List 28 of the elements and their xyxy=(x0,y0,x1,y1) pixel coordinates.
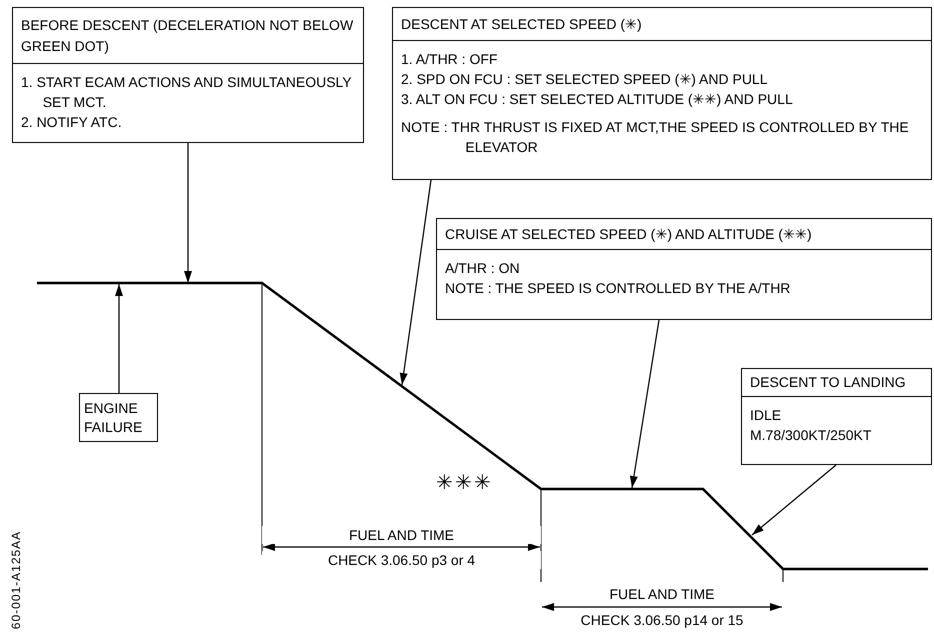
procedure-text: 2. NOTIFY ATC. xyxy=(21,113,123,132)
procedure-text: 1. A/THR : OFF xyxy=(401,50,498,69)
box-heading: BEFORE DESCENT (DECELERATION NOT BELOW GREEN DOT) xyxy=(21,16,354,56)
procedure-text: M.78/300KT/250KT xyxy=(750,426,872,445)
box-heading: DESCENT TO LANDING xyxy=(750,373,906,392)
reference-label: CHECK 3.06.50 p3 or 4 xyxy=(262,551,541,569)
box-heading: DESCENT AT SELECTED SPEED (✳) xyxy=(401,14,642,34)
procedure-box xyxy=(12,7,364,143)
procedure-text: IDLE xyxy=(750,406,782,425)
callout-text: ENGINE FAILURE xyxy=(84,398,144,436)
leader-arrow xyxy=(184,143,192,283)
procedure-text: 1. START ECAM ACTIONS AND SIMULTANEOUSLY SET MCT. xyxy=(21,73,352,112)
procedure-text: 2. SPD ON FCU : SET SELECTED SPEED (✳) AND PULL xyxy=(401,70,768,89)
box-heading: CRUISE AT SELECTED SPEED (✳) AND ALTITUDE (✳✳) xyxy=(445,224,812,244)
leader-arrow xyxy=(400,180,432,386)
procedure-text: NOTE : THR THRUST IS FIXED AT MCT,THE SPEED IS CONTROLLED BY THE ELEVATOR xyxy=(401,118,910,157)
procedure-box xyxy=(392,7,932,180)
dimension-label: FUEL AND TIME xyxy=(262,526,541,544)
procedure-text: 3. ALT ON FCU : SET SELECTED ALTITUDE (✳✳) AND PULL xyxy=(401,90,794,109)
procedure-text: NOTE : THE SPEED IS CONTROLLED BY THE A/THR xyxy=(445,279,792,298)
leader-arrow xyxy=(115,284,123,393)
leader-arrow xyxy=(752,464,836,536)
procedure-box xyxy=(741,368,932,465)
procedure-text: A/THR : ON xyxy=(445,259,521,278)
callout-box xyxy=(79,393,158,442)
altitude-marker: ✳✳✳ xyxy=(436,474,493,492)
leader-arrow xyxy=(630,320,660,488)
procedure-box xyxy=(436,218,932,320)
